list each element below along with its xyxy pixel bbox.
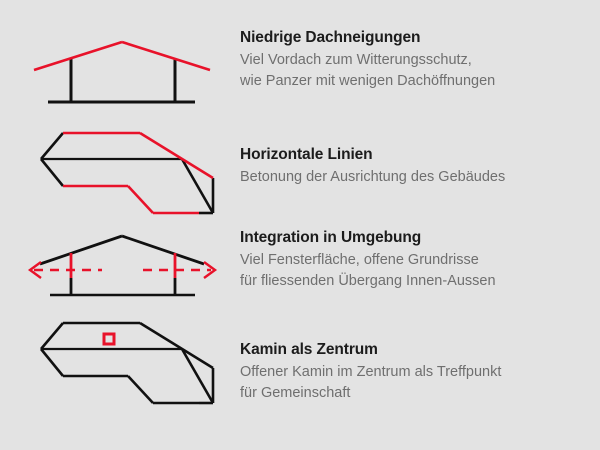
feature-body-line: wie Panzer mit wenigen Dachöffnungen	[240, 72, 496, 89]
axon-edge-inner-diagonal	[180, 158, 215, 214]
right-arrowhead-icon	[203, 261, 218, 279]
fireplace-marker-icon	[102, 332, 116, 346]
axon-top-right-diagonal	[139, 321, 214, 370]
axon-red-top-right-diagonal	[139, 131, 214, 180]
roof-slope-left	[39, 234, 123, 266]
roof-slope-left	[33, 40, 123, 72]
left-arrowhead-icon	[27, 261, 42, 279]
feature-body-line: Offener Kamin im Zentrum als Treffpunkt	[240, 364, 502, 380]
axon-edge-lower-left	[39, 158, 65, 187]
feature-heading: Niedrige Dachneigungen	[240, 29, 421, 46]
feature-body-line: Viel Vordach zum Witterungsschutz,	[240, 52, 472, 68]
axon-edge-inner-diagonal	[180, 348, 215, 404]
roof-slope-right	[121, 40, 211, 72]
axon-red-lower-diagonal	[127, 185, 154, 214]
fireplace-text: Kamin als Zentrum Offener Kamin im Zentr…	[240, 340, 590, 403]
integration-text: Integration in Umgebung Viel Fensterfläc…	[240, 228, 590, 291]
feature-body-line: Viel Fensterfläche, offene Grundrisse	[240, 252, 479, 268]
axon-edge-upper-left	[40, 132, 64, 160]
horizontal-lines-text: Horizontale Linien Betonung der Ausricht…	[240, 145, 590, 188]
feature-body-line: für fliessenden Übergang Innen-Aussen	[240, 272, 496, 289]
feature-heading: Horizontale Linien	[240, 146, 373, 163]
fireplace-center-axonometric-diagram	[10, 315, 235, 415]
feature-body-line: Betonung der Ausrichtung des Gebäudes	[240, 169, 506, 185]
horizontal-lines-axonometric-diagram	[10, 125, 235, 225]
roof-slope-right	[121, 234, 205, 266]
axon-edge-upper-left	[40, 322, 64, 350]
axon-edge-lower-left	[39, 348, 65, 377]
low-pitched-roof-elevation-diagram	[10, 28, 235, 118]
feature-body-line: für Gemeinschaft	[240, 384, 351, 401]
feature-heading: Integration in Umgebung	[240, 229, 422, 246]
feature-heading: Kamin als Zentrum	[240, 341, 378, 358]
integration-elevation-arrows-diagram	[10, 228, 235, 308]
low-pitched-roof-text: Niedrige Dachneigungen Viel Vordach zum …	[240, 28, 590, 91]
axon-lower-diagonal	[127, 375, 154, 404]
